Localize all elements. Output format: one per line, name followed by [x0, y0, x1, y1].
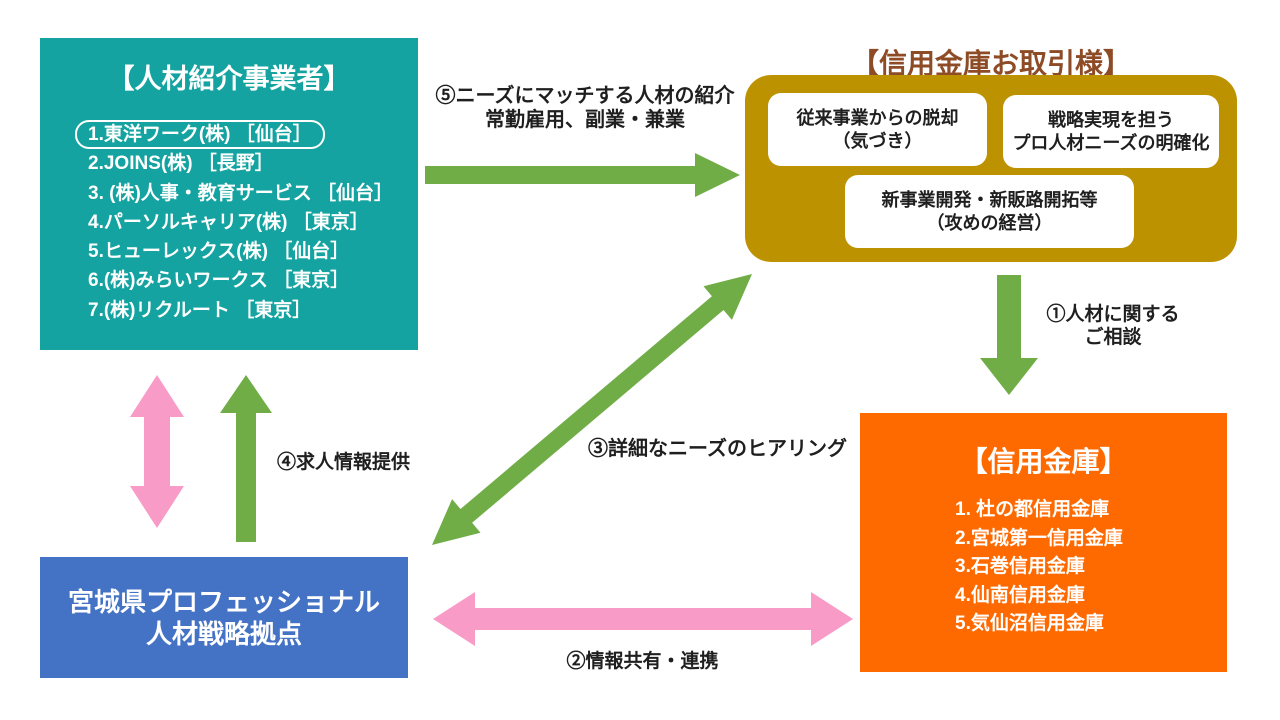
client-need-card-line: 従来事業からの脱却 [796, 107, 959, 128]
shinkin-clients-box: 従来事業からの脱却 （気づき） 戦略実現を担う プロ人材ニーズの明確化 新事業開… [745, 75, 1237, 262]
consultation-arrow-icon [980, 275, 1038, 395]
shinkin-clients-title: 【信用金庫お取引様】 [850, 48, 1131, 79]
client-need-card-line: （気づき） [832, 130, 923, 151]
client-need-card: 戦略実現を担う プロ人材ニーズの明確化 [1003, 95, 1219, 168]
consultation-label: ①人材に関する ご相談 [1040, 303, 1186, 349]
consultation-label-line: ①人材に関する [1046, 304, 1180, 325]
needs-hearing-label: ③詳細なニーズのヒアリング [588, 438, 847, 460]
client-need-card-line: 新事業開発・新販路開拓等 [881, 189, 1098, 210]
shinkin-bank-item: 5.気仙沼信用金庫 [955, 613, 1104, 634]
client-need-card-line: 戦略実現を担う [1048, 109, 1174, 130]
staffing-agency-item: 7.(株)リクルート ［東京］ [88, 299, 312, 321]
client-need-card: 新事業開発・新販路開拓等 （攻めの経営） [845, 175, 1134, 248]
client-need-card-line: プロ人材ニーズの明確化 [1012, 132, 1210, 153]
staffing-agencies-title: 【人材紹介事業者】 [107, 64, 351, 94]
staffing-agencies-box: 【人材紹介事業者】 1.東洋ワーク(株) ［仙台］ 2.JOINS(株) ［長野… [40, 38, 418, 350]
staffing-agency-item: 5.ヒューレックス(株) ［仙台］ [88, 241, 350, 263]
shinkin-bank-item: 4.仙南信用金庫 [955, 584, 1085, 606]
staffing-agency-item-highlighted: 1.東洋ワーク(株) ［仙台］ [75, 120, 325, 150]
shinkin-banks-box: 【信用金庫】 1. 杜の都信用金庫 2.宮城第一信用金庫 3.石巻信用金庫 4.… [860, 413, 1227, 672]
talent-introduction-label-line: 常勤雇用、副業・兼業 [485, 109, 685, 131]
job-info-label: ④求人情報提供 [277, 452, 411, 473]
staffing-agency-item: 4.パーソルキャリア(株) ［東京］ [88, 211, 369, 233]
staffing-agencies-list: 1.東洋ワーク(株) ［仙台］ 2.JOINS(株) ［長野］ 3. (株)人事… [40, 120, 418, 325]
strategy-base-name-line: 宮城県プロフェッショナル [67, 586, 380, 617]
info-share-label: ②情報共有・連携 [566, 651, 719, 672]
shinkin-banks-list: 1. 杜の都信用金庫 2.宮城第一信用金庫 3.石巻信用金庫 4.仙南信用金庫 … [860, 496, 1227, 639]
shinkin-bank-item: 3.石巻信用金庫 [955, 556, 1085, 577]
job-info-arrow-icon [220, 375, 272, 542]
consultation-label-line: ご相談 [1084, 327, 1142, 348]
staffing-agency-item: 2.JOINS(株) ［長野］ [88, 153, 274, 175]
staffing-agency-item: 3. (株)人事・教育サービス ［仙台］ [88, 182, 394, 204]
shinkin-banks-title: 【信用金庫】 [959, 446, 1128, 477]
client-need-card: 従来事業からの脱却 （気づき） [768, 93, 987, 166]
strategy-base-box: 宮城県プロフェッショナル 人材戦略拠点 [40, 557, 408, 678]
agency-base-exchange-arrow-icon [130, 375, 184, 528]
talent-introduction-label: ⑤ニーズにマッチする人材の紹介 常勤雇用、副業・兼業 [415, 84, 755, 132]
strategy-base-name-line: 人材戦略拠点 [145, 618, 302, 649]
info-share-arrow-icon [433, 592, 853, 646]
shinkin-bank-item: 1. 杜の都信用金庫 [955, 499, 1110, 520]
talent-introduction-arrow-icon [425, 153, 740, 197]
shinkin-bank-item: 2.宮城第一信用金庫 [955, 527, 1123, 549]
needs-hearing-arrow-icon [432, 274, 752, 545]
talent-introduction-label-line: ⑤ニーズにマッチする人材の紹介 [435, 85, 735, 107]
staffing-agency-item: 6.(株)みらいワークス ［東京］ [88, 270, 350, 292]
client-need-card-line: （攻めの経営） [926, 212, 1053, 233]
